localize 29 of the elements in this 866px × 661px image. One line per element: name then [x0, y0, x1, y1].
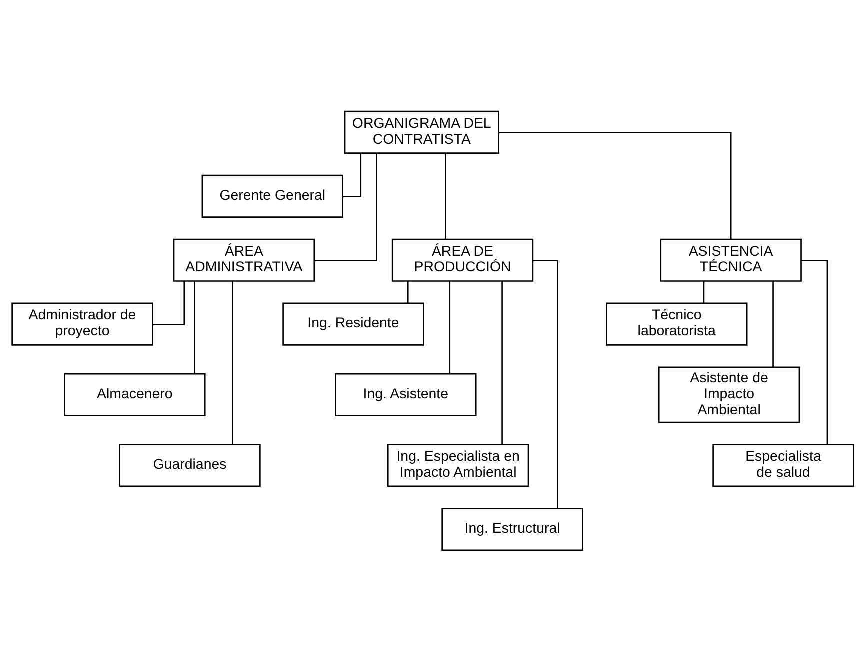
connector: [232, 281, 234, 444]
connector: [533, 260, 558, 508]
connector: [449, 280, 451, 374]
node-box: Especialista de salud: [712, 444, 854, 487]
node-box: Almacenero: [64, 372, 206, 416]
node-box: Administrador de proyecto: [12, 302, 154, 346]
node-box: Ing. Asistente: [335, 372, 477, 416]
node-box: ASISTENCIA TÉCNICA: [660, 238, 802, 282]
connector: [772, 280, 774, 367]
connector: [152, 280, 186, 325]
node-box: Ing. Especialista en Impacto Ambiental: [387, 444, 530, 487]
connector: [703, 280, 705, 303]
connector: [343, 153, 362, 198]
node-box: Ing. Residente: [282, 302, 424, 346]
node-box: ORGANIGRAMA DEL CONTRATISTA: [344, 110, 500, 154]
connector: [194, 280, 196, 374]
node-box: Asistente de Impacto Ambiental: [658, 366, 800, 423]
connector: [407, 280, 409, 303]
node-box: Gerente General: [202, 174, 344, 218]
connector: [801, 260, 828, 444]
node-box: Técnico laboratorista: [606, 302, 748, 346]
connector: [445, 153, 446, 239]
node-box: ÁREA ADMINISTRATIVA: [173, 238, 316, 282]
node-box: Guardianes: [119, 444, 261, 487]
node-box: ÁREA DE PRODUCCIÓN: [392, 238, 534, 282]
connector: [502, 281, 503, 444]
connector: [314, 152, 378, 261]
connector: [499, 132, 732, 239]
node-box: Ing. Estructural: [442, 508, 584, 551]
